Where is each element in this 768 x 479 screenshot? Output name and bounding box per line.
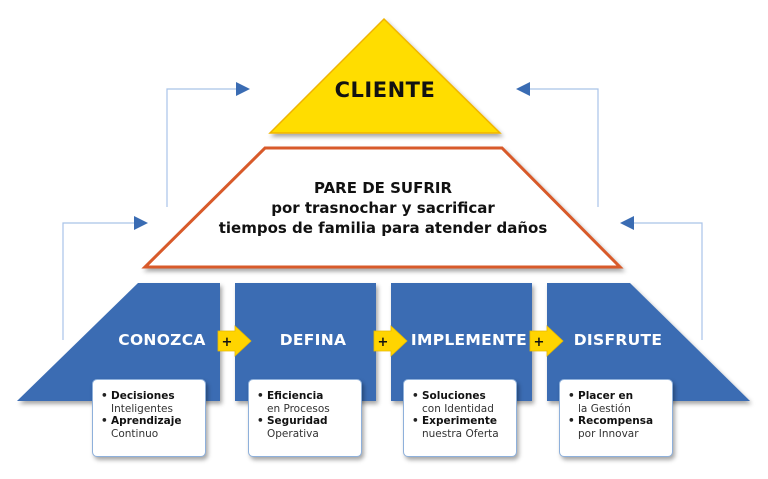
stage-card-implemente: • Soluciones con Identidad • Experimente… [403, 379, 517, 457]
stage-block-disfrute [547, 283, 750, 401]
plus-arrow-2: + [373, 325, 408, 357]
card-item: • Placer en la Gestión [568, 390, 666, 415]
plus-arrow-1: + [217, 325, 252, 357]
right-outer-arrowhead-icon [620, 216, 634, 230]
card-item-subtitle: por Innovar [578, 427, 639, 440]
left-outer-connector [62, 222, 140, 340]
left-inner-arrowhead-icon [236, 82, 250, 96]
right-inner-connector [526, 88, 599, 207]
stage-title-defina: DEFINA [279, 331, 347, 349]
plus-icon: + [534, 335, 545, 350]
card-item-title: Experimente [422, 415, 498, 427]
promise-line-2: por trasnochar y sacrificar [271, 199, 495, 217]
apex-title: CLIENTE [334, 78, 436, 102]
plus-icon: + [222, 335, 233, 350]
stage-block-conozca [17, 283, 220, 401]
promise-trapezoid [141, 146, 624, 269]
card-item-subtitle: con Identidad [422, 402, 494, 415]
left-outer-arrowhead-icon [134, 216, 148, 230]
stage-card-conozca: • Decisiones Inteligentes • Aprendizaje … [92, 379, 206, 457]
card-item: • Soluciones con Identidad [412, 390, 510, 415]
card-item: • Experimente nuestra Oferta [412, 415, 510, 440]
card-item: • Decisiones Inteligentes [101, 390, 199, 415]
stage-card-defina: • Eficiencia en Procesos • Seguridad Ope… [248, 379, 362, 457]
bullet-icon: • [101, 415, 108, 427]
card-item-title: Soluciones [422, 390, 486, 402]
card-item-subtitle: Inteligentes [111, 402, 173, 415]
stage-title-implemente: IMPLEMENTE [410, 331, 528, 349]
card-item: • Aprendizaje Continuo [101, 415, 199, 440]
bullet-icon: • [101, 390, 108, 402]
apex-triangle [268, 17, 502, 134]
bullet-icon: • [257, 390, 264, 402]
stage-title-conozca: CONOZCA [118, 331, 206, 349]
left-inner-connector [166, 88, 240, 207]
promise-headline: PARE DE SUFRIR [313, 179, 453, 197]
bullet-icon: • [568, 390, 575, 402]
card-item-subtitle: Operativa [267, 427, 319, 440]
feedback-connectors [62, 82, 703, 340]
stage-card-disfrute: • Placer en la Gestión • Recompensa por … [559, 379, 673, 457]
plus-arrow-3: + [529, 325, 564, 357]
card-item-subtitle: nuestra Oferta [422, 427, 499, 440]
card-item-title: Decisiones [111, 390, 175, 402]
bullet-icon: • [257, 415, 264, 427]
card-item-title: Seguridad [267, 415, 328, 427]
card-item-subtitle: Continuo [111, 427, 159, 440]
bullet-icon: • [412, 390, 419, 402]
stage-title-disfrute: DISFRUTE [573, 331, 663, 349]
plus-icon: + [378, 335, 389, 350]
card-item: • Eficiencia en Procesos [257, 390, 355, 415]
card-item-title: Placer en [578, 390, 634, 402]
card-item: • Seguridad Operativa [257, 415, 355, 440]
promise-text: PARE DE SUFRIR por trasnochar y sacrific… [170, 178, 596, 238]
card-item: • Recompensa por Innovar [568, 415, 666, 440]
card-item-subtitle: en Procesos [267, 402, 330, 415]
card-item-title: Recompensa [578, 415, 654, 427]
right-outer-connector [630, 222, 703, 340]
promise-line-3: tiempos de familia para atender daños [218, 219, 548, 237]
right-inner-arrowhead-icon [516, 82, 530, 96]
card-item-title: Aprendizaje [111, 415, 182, 427]
card-item-title: Eficiencia [267, 390, 324, 402]
bullet-icon: • [568, 415, 575, 427]
bullet-icon: • [412, 415, 419, 427]
card-item-subtitle: la Gestión [578, 402, 631, 415]
